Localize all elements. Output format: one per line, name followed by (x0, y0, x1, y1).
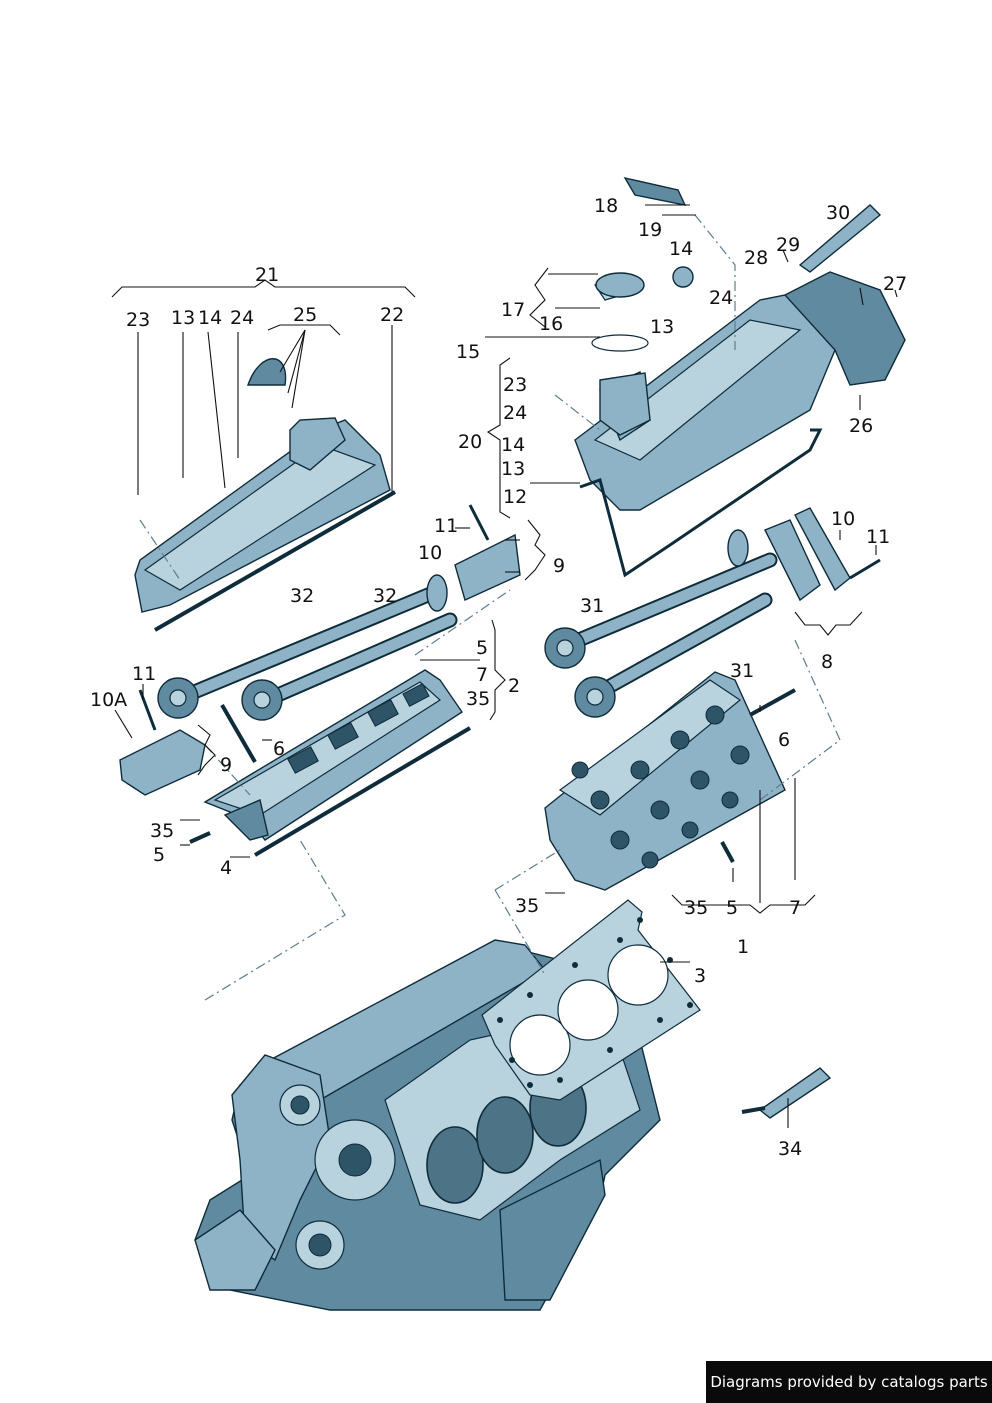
callout-23-left: 23 (126, 309, 150, 331)
callout-25: 25 (293, 304, 317, 326)
callout-31-bottom: 31 (730, 660, 754, 682)
callout-5-left: 5 (153, 844, 165, 866)
callout-14-left: 14 (198, 307, 222, 329)
callout-12: 12 (503, 486, 527, 508)
callout-8: 8 (821, 651, 833, 673)
callout-27: 27 (883, 273, 907, 295)
callout-10-left: 10 (418, 542, 442, 564)
callout-13-left: 13 (171, 307, 195, 329)
callout-24-right: 24 (709, 287, 733, 309)
small-parts (119, 176, 882, 1119)
callout-11-left: 11 (132, 663, 156, 685)
callout-7-right: 7 (789, 897, 801, 919)
callout-24-bracket: 24 (503, 402, 527, 424)
callout-19: 19 (638, 219, 662, 241)
left-valve-cover (134, 417, 396, 632)
attribution-text: Diagrams provided by catalogs parts (710, 1373, 988, 1391)
callout-9-right: 9 (553, 555, 565, 577)
callout-28: 28 (744, 247, 768, 269)
callout-35-center: 35 (515, 895, 539, 917)
callout-11-mid: 11 (434, 515, 458, 537)
callout-32-right: 32 (373, 585, 397, 607)
callout-35-right: 35 (684, 897, 708, 919)
callout-30: 30 (826, 202, 850, 224)
left-cylinder-head (203, 669, 472, 857)
callout-6-right: 6 (778, 729, 790, 751)
callout-24-left: 24 (230, 307, 254, 329)
callout-2: 2 (508, 675, 520, 697)
callout-17: 17 (501, 299, 525, 321)
camshafts (157, 529, 778, 721)
callout-7-left: 7 (476, 664, 488, 686)
callout-14-bracket: 14 (501, 434, 525, 456)
callout-15: 15 (456, 341, 480, 363)
callout-31-top: 31 (580, 595, 604, 617)
right-cylinder-head (544, 671, 786, 891)
callout-9-left: 9 (220, 754, 232, 776)
cylinder-head-gasket (481, 899, 701, 1101)
callout-13-mid: 13 (650, 316, 674, 338)
callout-14-top: 14 (669, 238, 693, 260)
callout-21: 21 (255, 264, 279, 286)
callout-35-left: 35 (150, 820, 174, 842)
callout-5-mid: 5 (476, 637, 488, 659)
callout-6-left: 6 (273, 738, 285, 760)
callout-4: 4 (220, 857, 232, 879)
callout-35-mid: 35 (466, 688, 490, 710)
callout-26: 26 (849, 415, 873, 437)
callout-18: 18 (594, 195, 618, 217)
callout-34: 34 (778, 1138, 802, 1160)
callout-29: 29 (776, 234, 800, 256)
callout-10-right: 10 (831, 508, 855, 530)
callout-32-left: 32 (290, 585, 314, 607)
callout-3: 3 (694, 965, 706, 987)
callout-16: 16 (539, 313, 563, 335)
assembly-lines (139, 214, 841, 1001)
callout-20: 20 (458, 431, 482, 453)
attribution-footer: Diagrams provided by catalogs parts (706, 1361, 992, 1403)
callout-11-right: 11 (866, 526, 890, 548)
callout-labels: 1 2 3 4 5 5 5 6 6 7 7 8 9 9 10 10 10A 11… (90, 195, 907, 1160)
callout-22: 22 (380, 304, 404, 326)
callout-13-bracket: 13 (501, 458, 525, 480)
callout-1: 1 (737, 936, 749, 958)
callout-23-bracket: 23 (503, 374, 527, 396)
callout-5-right: 5 (726, 897, 738, 919)
leader-lines (111, 204, 898, 1128)
callout-10a: 10A (90, 689, 127, 711)
